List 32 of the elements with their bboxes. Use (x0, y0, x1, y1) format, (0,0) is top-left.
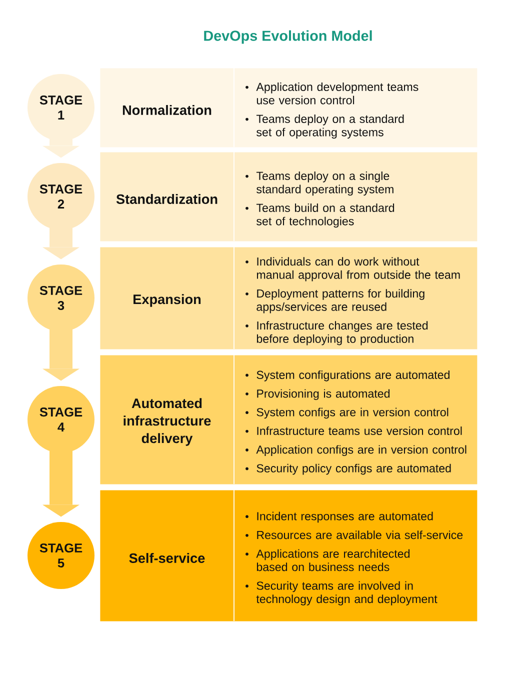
bullet-text: System configurations are automated (256, 370, 450, 382)
stage-heading: Standardization (116, 194, 218, 204)
bullet-text: Incident responses are automated (257, 512, 433, 523)
arrow (42, 137, 80, 158)
bullet-text: Application development teams use version control (256, 82, 418, 104)
bullet-text: Application configs are in version control (256, 445, 466, 456)
arrow (42, 328, 80, 381)
bullet-text: Individuals can do work without manual approval from outside the team (256, 257, 460, 282)
stage-heading: Self-service (129, 553, 205, 563)
bullet-text: Applications are rearchitected based on business needs (256, 549, 410, 572)
bullet-text: Teams deploy on a single standard operating system (256, 172, 394, 196)
bullet-text: Security teams are involved in technology design and deployment (256, 581, 438, 606)
stage-heading: Automated infrastructure delivery (124, 398, 211, 446)
bullet-text: Teams deploy on a standard set of operating systems (256, 114, 404, 139)
bullet-text: Teams build on a standard set of technologies (256, 204, 394, 228)
stage-band (100, 68, 478, 148)
stage-band (100, 246, 478, 350)
stage-band (100, 354, 478, 484)
stage-heading: Expansion (134, 294, 201, 307)
bullet-text: Infrastructure teams use version control (257, 426, 462, 435)
bullet-text: Provisioning is automated (257, 389, 390, 400)
bullet-text: Resources are available via self-service (257, 530, 463, 540)
title: DevOps Evolution Model (204, 30, 372, 44)
arrow (42, 449, 80, 517)
stage-band (100, 152, 478, 242)
bullet-text: Security policy configs are automated (256, 464, 451, 475)
stage-heading: Normalization (122, 105, 212, 115)
bullet-text: Infrastructure changes are tested before deploying to production (256, 321, 428, 346)
bullet-text: Deployment patterns for building apps/services are reused (256, 289, 424, 314)
arrow (42, 226, 80, 260)
stage-band (100, 490, 478, 622)
bullet-text: System configs are in version control (256, 408, 448, 419)
